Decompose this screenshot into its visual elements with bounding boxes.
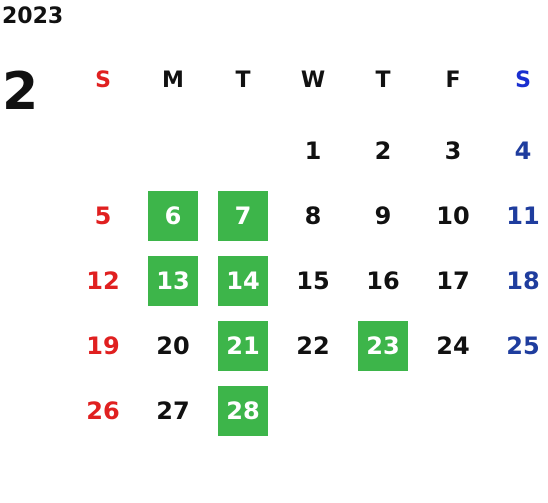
day-number: 21	[218, 321, 268, 371]
weekday-header-tue: T	[235, 68, 251, 93]
day-number: 17	[436, 267, 470, 295]
day-cell-20[interactable]: 20	[138, 321, 208, 371]
year-label: 2023	[2, 4, 64, 29]
day-cell-22[interactable]: 22	[278, 321, 348, 371]
day-cell-4[interactable]: 4	[488, 126, 548, 176]
day-cell-18[interactable]: 18	[488, 256, 548, 306]
weekday-header-sat: S	[515, 68, 531, 93]
day-cell-24[interactable]: 24	[418, 321, 488, 371]
day-number: 13	[148, 256, 198, 306]
day-number: 22	[296, 332, 330, 360]
day-number: 25	[506, 332, 540, 360]
day-cell-16[interactable]: 16	[348, 256, 418, 306]
day-number: 20	[156, 332, 190, 360]
day-number: 11	[506, 202, 540, 230]
day-cell-10[interactable]: 10	[418, 191, 488, 241]
day-cell-9[interactable]: 9	[348, 191, 418, 241]
day-number: 4	[514, 137, 532, 165]
day-cell-8[interactable]: 8	[278, 191, 348, 241]
day-number: 19	[86, 332, 120, 360]
day-cell-23[interactable]: 23	[348, 321, 418, 371]
day-number: 23	[358, 321, 408, 371]
day-cell-19[interactable]: 19	[68, 321, 138, 371]
day-cell-28[interactable]: 28	[208, 386, 278, 436]
day-cell-11[interactable]: 11	[488, 191, 548, 241]
weekday-header-wed: W	[300, 68, 326, 93]
day-cell-13[interactable]: 13	[138, 256, 208, 306]
day-cell-7[interactable]: 7	[208, 191, 278, 241]
day-cell-14[interactable]: 14	[208, 256, 278, 306]
day-cell-2[interactable]: 2	[348, 126, 418, 176]
day-number: 12	[86, 267, 120, 295]
day-cell-17[interactable]: 17	[418, 256, 488, 306]
weekday-header-mon: M	[162, 68, 184, 93]
day-number: 14	[218, 256, 268, 306]
day-cell-5[interactable]: 5	[68, 191, 138, 241]
day-number: 3	[444, 137, 462, 165]
day-cell-3[interactable]: 3	[418, 126, 488, 176]
day-number: 8	[304, 202, 322, 230]
day-cell-1[interactable]: 1	[278, 126, 348, 176]
day-cell-12[interactable]: 12	[68, 256, 138, 306]
day-cell-25[interactable]: 25	[488, 321, 548, 371]
day-number: 5	[94, 202, 112, 230]
day-number: 15	[296, 267, 330, 295]
weekday-header-thu: T	[375, 68, 391, 93]
day-number: 26	[86, 397, 120, 425]
weekday-header-sun: S	[95, 68, 111, 93]
day-cell-21[interactable]: 21	[208, 321, 278, 371]
day-number: 10	[436, 202, 470, 230]
day-number: 2	[374, 137, 392, 165]
month-number: 2	[2, 62, 39, 122]
day-number: 16	[366, 267, 400, 295]
day-cell-27[interactable]: 27	[138, 386, 208, 436]
day-number: 18	[506, 267, 540, 295]
day-number: 28	[218, 386, 268, 436]
day-cell-15[interactable]: 15	[278, 256, 348, 306]
day-number: 6	[148, 191, 198, 241]
day-cell-6[interactable]: 6	[138, 191, 208, 241]
day-number: 24	[436, 332, 470, 360]
day-number: 9	[374, 202, 392, 230]
weekday-header-fri: F	[445, 68, 461, 93]
day-number: 27	[156, 397, 190, 425]
day-cell-26[interactable]: 26	[68, 386, 138, 436]
day-number: 1	[304, 137, 322, 165]
day-number: 7	[218, 191, 268, 241]
